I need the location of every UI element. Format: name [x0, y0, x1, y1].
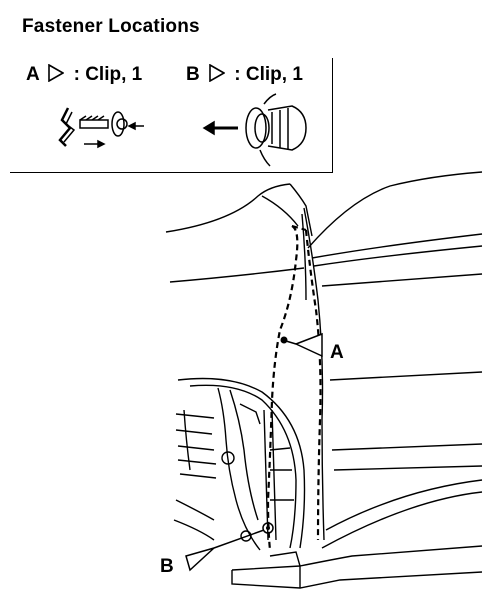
- clip-b-illustration: [204, 94, 306, 166]
- callout-label-b: B: [160, 556, 174, 577]
- triangle-marker-icon: [48, 64, 64, 82]
- legend-entry-b: B : Clip, 1: [186, 64, 303, 86]
- callout-a-marker: [286, 334, 322, 356]
- legend-b-letter: B: [186, 64, 200, 85]
- fastener-legend-box: [10, 58, 333, 173]
- fender-dashed-outline: [268, 226, 321, 550]
- legend-a-letter: A: [26, 64, 40, 85]
- clip-a-illustration: [60, 108, 144, 147]
- clip-a-location: [280, 336, 288, 344]
- callout-b-marker: [186, 530, 264, 570]
- page-title: Fastener Locations: [22, 16, 200, 37]
- car-body: [166, 172, 482, 588]
- clip-b-location: [263, 523, 273, 533]
- callout-label-a: A: [330, 342, 344, 363]
- legend-a-text: : Clip, 1: [73, 64, 143, 85]
- legend-entry-a: A : Clip, 1: [26, 64, 142, 86]
- legend-b-text: : Clip, 1: [234, 64, 303, 85]
- triangle-marker-icon: [209, 64, 225, 82]
